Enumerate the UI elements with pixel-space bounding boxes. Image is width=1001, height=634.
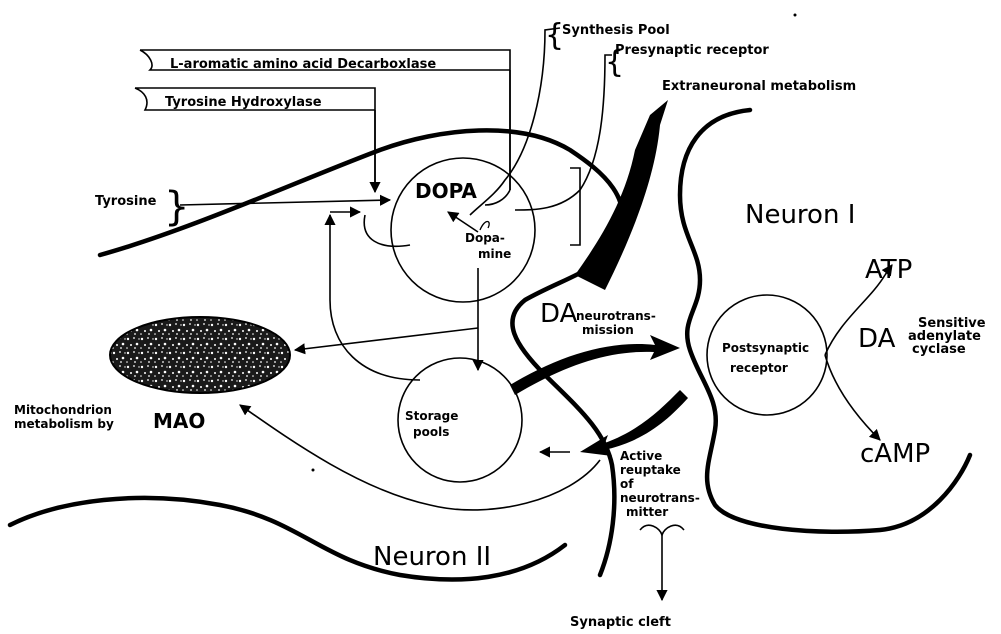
label-neurotrans-1: neurotrans- xyxy=(576,309,656,323)
label-neuron-2: Neuron II xyxy=(373,542,491,572)
label-dopamine-2: mine xyxy=(478,247,511,261)
label-storage-2: pools xyxy=(413,425,449,439)
tyrosine-brace: } xyxy=(164,184,189,230)
label-dopa: DOPA xyxy=(415,179,477,203)
label-presynaptic-receptor: Presynaptic receptor xyxy=(615,43,769,58)
label-storage-1: Storage xyxy=(405,409,458,423)
label-decarboxylase: L-aromatic amino acid Decarboxlase xyxy=(170,57,436,72)
label-synthesis-pool: Synthesis Pool xyxy=(562,23,670,38)
label-reuptake-1: Active xyxy=(620,449,662,463)
label-extraneuronal: Extraneuronal metabolism xyxy=(662,79,856,94)
label-mito-1: Mitochondrion xyxy=(14,403,112,417)
label-tyrosine: Tyrosine xyxy=(95,194,157,209)
label-reuptake-2: reuptake xyxy=(620,463,681,477)
label-synaptic-cleft: Synaptic cleft xyxy=(570,615,671,630)
label-da-right: DA xyxy=(858,324,896,354)
label-dopamine-1: Dopa- xyxy=(465,231,505,245)
label-postsynaptic-1: Postsynaptic xyxy=(722,341,809,355)
label-mito-2: metabolism by xyxy=(14,417,114,431)
mitochondrion xyxy=(110,317,290,393)
label-neuron-1: Neuron I xyxy=(745,200,855,230)
label-postsynaptic-2: receptor xyxy=(730,361,788,375)
label-reuptake-5: mitter xyxy=(626,505,668,519)
label-camp: cAMP xyxy=(860,439,930,469)
extraneuronal-arrow xyxy=(575,100,668,290)
label-reuptake-4: neurotrans- xyxy=(620,491,700,505)
label-mao: MAO xyxy=(153,409,205,433)
reuptake-arrow xyxy=(580,390,688,456)
label-neurotrans-2: mission xyxy=(582,323,634,337)
label-sensitive-3: cyclase xyxy=(912,342,966,357)
presynaptic-receptor-site xyxy=(570,168,580,245)
label-atp: ATP xyxy=(865,255,912,285)
synthesis-pool-connector xyxy=(470,28,560,215)
postsynaptic-receptor-circle xyxy=(707,295,827,415)
label-tyrosine-hydroxylase: Tyrosine Hydroxylase xyxy=(165,95,322,110)
label-da-left: DA xyxy=(540,299,578,329)
label-reuptake-3: of xyxy=(620,477,634,491)
